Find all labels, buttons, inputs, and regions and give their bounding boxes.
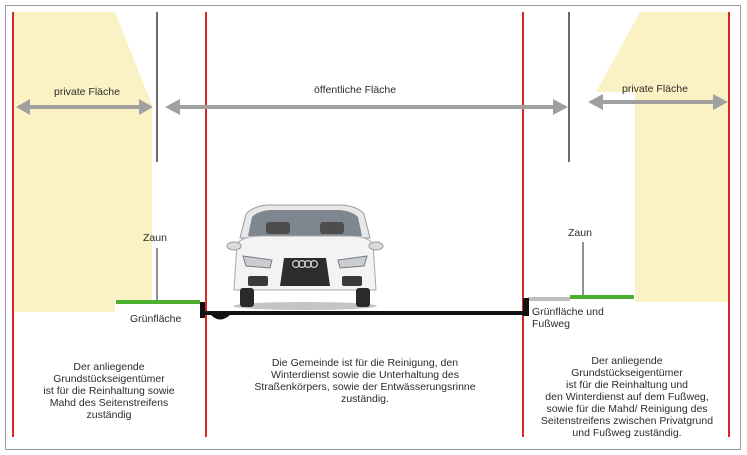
arrow-public bbox=[165, 99, 568, 115]
arrow-private-left bbox=[16, 99, 153, 115]
label-green-right: Grünfläche und Fußweg bbox=[532, 306, 604, 330]
private-area-right bbox=[596, 12, 728, 302]
sidewalk-right bbox=[528, 297, 570, 301]
diagram-frame bbox=[5, 5, 741, 450]
label-private-left: private Fläche bbox=[54, 86, 120, 98]
road-surface bbox=[200, 298, 529, 320]
car-illustration bbox=[226, 204, 384, 310]
label-fence-right: Zaun bbox=[568, 227, 592, 239]
label-private-right: private Fläche bbox=[622, 83, 688, 95]
label-green-left: Grünfläche bbox=[130, 313, 182, 325]
private-area-left bbox=[14, 12, 152, 312]
label-public: öffentliche Fläche bbox=[314, 84, 397, 96]
green-strip-right bbox=[570, 295, 634, 299]
arrow-private-right bbox=[588, 94, 728, 110]
paragraph-right: Der anliegende Grundstückseigentümer ist… bbox=[540, 355, 714, 439]
green-strip-left bbox=[116, 300, 200, 304]
label-fence-left: Zaun bbox=[143, 232, 167, 244]
paragraph-left: Der anliegende Grundstückseigentümer ist… bbox=[43, 361, 175, 421]
paragraph-middle: Die Gemeinde ist für die Reinigung, den … bbox=[254, 357, 476, 405]
